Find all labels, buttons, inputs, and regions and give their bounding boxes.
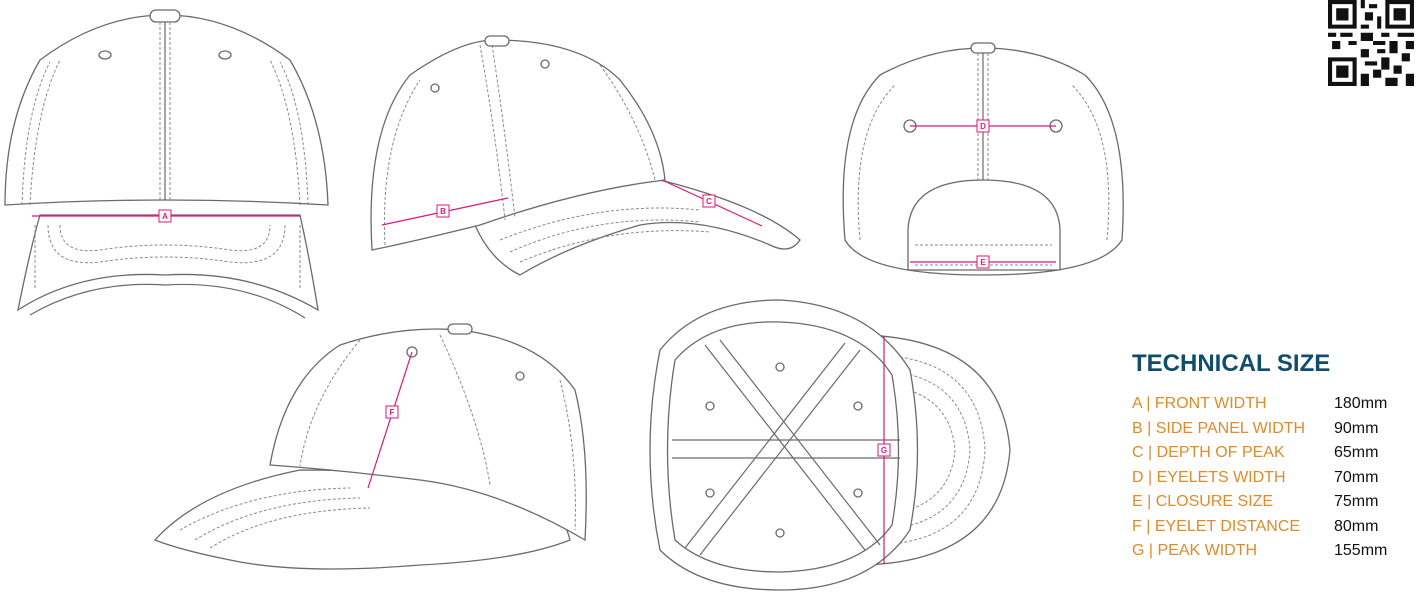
size-value: 155mm: [1334, 542, 1388, 559]
cap-back-view: D E: [842, 42, 1124, 276]
size-label: F | EYELET DISTANCE: [1132, 517, 1301, 535]
dimension-tag-b: B: [440, 207, 446, 216]
dimension-tag-a: A: [162, 212, 168, 221]
size-value: 65mm: [1334, 444, 1379, 461]
cap-side-view: B C: [370, 35, 801, 276]
size-row-c: C | DEPTH OF PEAK 65mm: [1132, 441, 1387, 466]
size-row-f: F | EYELET DISTANCE 80mm: [1132, 515, 1387, 540]
size-value: 180mm: [1334, 395, 1388, 412]
technical-size-panel: TECHNICAL SIZE A | FRONT WIDTH 180mm B | …: [1132, 350, 1387, 564]
size-row-g: G | PEAK WIDTH 155mm: [1132, 539, 1387, 564]
size-label: E | CLOSURE SIZE: [1132, 493, 1274, 510]
size-row-b: B | SIDE PANEL WIDTH 90mm: [1132, 417, 1387, 442]
size-row-e: E | CLOSURE SIZE 75mm: [1132, 490, 1387, 515]
size-label: B | SIDE PANEL WIDTH: [1132, 419, 1306, 437]
size-row-a: A | FRONT WIDTH 180mm: [1132, 392, 1387, 417]
cap-three-quarter-view: F: [153, 323, 587, 570]
size-value: 90mm: [1334, 419, 1379, 437]
qr-code: [1328, 0, 1414, 86]
dimension-tag-d: D: [980, 122, 986, 131]
size-value: 70mm: [1334, 468, 1379, 486]
dimension-tag-c: C: [706, 197, 712, 206]
dimension-tag-f: F: [390, 408, 395, 417]
dimension-tag-e: E: [980, 258, 986, 267]
cap-underside-view: G: [649, 299, 1011, 591]
size-label: G | PEAK WIDTH: [1132, 542, 1258, 559]
size-value: 75mm: [1334, 493, 1379, 510]
size-label: D | EYELETS WIDTH: [1132, 468, 1286, 486]
dimension-tag-g: G: [881, 446, 887, 455]
size-label: A | FRONT WIDTH: [1132, 395, 1267, 412]
size-value: 80mm: [1334, 517, 1379, 535]
cap-front-view: A: [4, 9, 329, 319]
technical-size-title: TECHNICAL SIZE: [1132, 350, 1331, 377]
size-row-d: D | EYELETS WIDTH 70mm: [1132, 466, 1387, 491]
size-label: C | DEPTH OF PEAK: [1132, 444, 1285, 461]
